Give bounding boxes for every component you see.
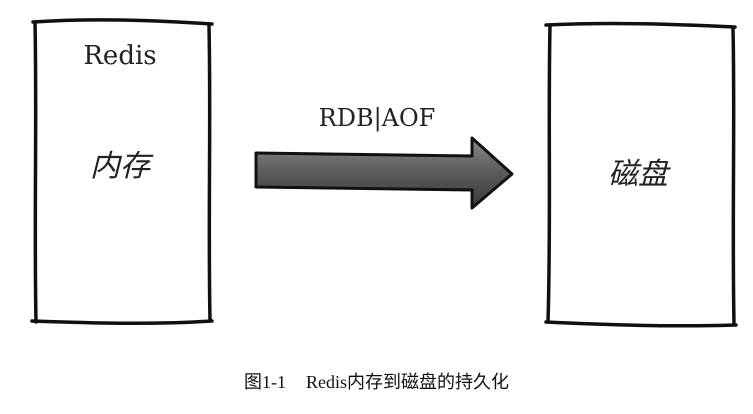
figure-number: 图1-1 [243, 372, 286, 392]
redis-memory-box [30, 18, 214, 326]
figure-caption-text: Redis内存到磁盘的持久化 [305, 372, 509, 392]
right-arrow [254, 136, 514, 210]
redis-title: Redis [83, 41, 156, 71]
disk-label: 磁盘 [608, 157, 671, 192]
memory-label: 内存 [90, 149, 154, 184]
arrow-label: RDB|AOF [319, 104, 436, 133]
disk-box [544, 21, 738, 328]
figure-caption: 图1-1 Redis内存到磁盘的持久化 [0, 368, 753, 394]
